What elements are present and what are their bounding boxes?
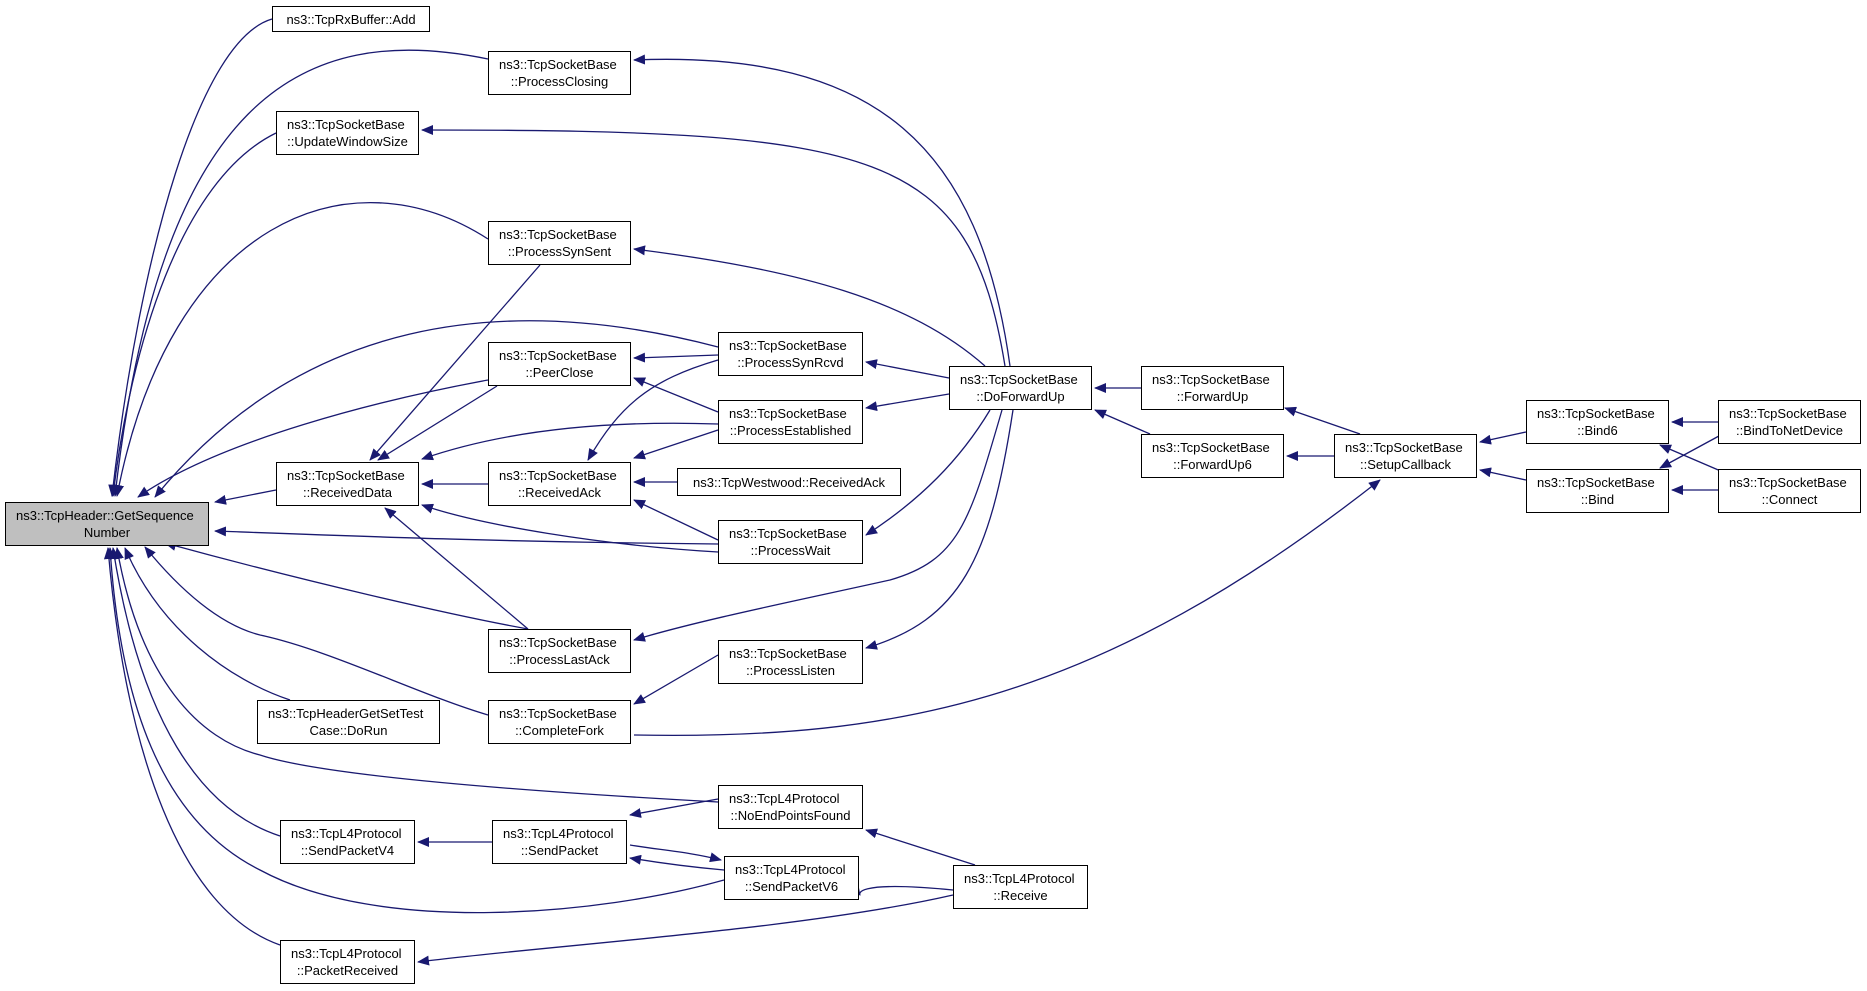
edge-bind6-to-setup-callback <box>1479 431 1527 445</box>
node-received-data[interactable]: ns3::TcpSocketBase ::ReceivedData <box>276 462 419 506</box>
node-bind-to-net-device[interactable]: ns3::TcpSocketBase ::BindToNetDevice <box>1718 400 1861 444</box>
node-packet-received[interactable]: ns3::TcpL4Protocol ::PacketReceived <box>280 940 415 984</box>
edge-last-ack-to-received-data <box>384 507 529 630</box>
edge-process-listen-to-complete-fork <box>633 654 719 705</box>
edge-process-wait-to-received-data <box>421 503 719 553</box>
edge-setup-callback-to-forward-up <box>1284 406 1361 435</box>
edge-process-last-ack <box>164 541 529 630</box>
edge-send-packet-v4 <box>109 547 281 837</box>
edge-process-wait-direct <box>214 526 719 545</box>
edge-send-packet-to-send-packet-v6 <box>629 844 722 863</box>
edge-do-forward-up-to-process-wait <box>865 409 991 536</box>
edge-do-forward-up-to-process-last-ack <box>633 409 1003 642</box>
edge-received-data <box>214 489 277 505</box>
edge-do-forward-up-to-update-window-size <box>421 125 1006 367</box>
edge-do-forward-up-to-process-syn-sent <box>633 245 986 367</box>
node-peer-close[interactable]: ns3::TcpSocketBase ::PeerClose <box>488 342 631 386</box>
node-bind[interactable]: ns3::TcpSocketBase ::Bind <box>1526 469 1669 513</box>
edge-established-to-peer-close <box>633 377 719 413</box>
node-westwood-received-ack[interactable]: ns3::TcpWestwood::ReceivedAck <box>677 468 901 496</box>
edge-do-forward-up-to-established <box>865 393 950 412</box>
node-send-packet[interactable]: ns3::TcpL4Protocol ::SendPacket <box>492 820 627 864</box>
node-send-packet-v4[interactable]: ns3::TcpL4Protocol ::SendPacketV4 <box>280 820 415 864</box>
node-header-test-do-run[interactable]: ns3::TcpHeaderGetSetTest Case::DoRun <box>257 700 440 744</box>
edge-header-test-do-run <box>124 547 291 701</box>
node-receive[interactable]: ns3::TcpL4Protocol ::Receive <box>953 865 1088 909</box>
node-send-packet-v6[interactable]: ns3::TcpL4Protocol ::SendPacketV6 <box>724 856 859 900</box>
edge-complete-fork <box>144 546 489 716</box>
edge-no-end-points-found-to-send-packet <box>629 798 719 818</box>
edge-process-wait-to-received-ack <box>633 499 719 541</box>
node-process-last-ack[interactable]: ns3::TcpSocketBase ::ProcessLastAck <box>488 629 631 673</box>
edge-do-forward-up-to-process-closing <box>633 54 1011 367</box>
node-process-syn-sent[interactable]: ns3::TcpSocketBase ::ProcessSynSent <box>488 221 631 265</box>
edge-peer-close-to-received-data <box>377 385 498 461</box>
node-process-established[interactable]: ns3::TcpSocketBase ::ProcessEstablished <box>718 400 863 444</box>
node-received-ack[interactable]: ns3::TcpSocketBase ::ReceivedAck <box>488 462 631 506</box>
edge-bind-to-setup-callback <box>1479 467 1527 481</box>
node-process-syn-rcvd[interactable]: ns3::TcpSocketBase ::ProcessSynRcvd <box>718 332 863 376</box>
node-rxbuffer-add[interactable]: ns3::TcpRxBuffer::Add <box>272 6 430 32</box>
node-process-listen[interactable]: ns3::TcpSocketBase ::ProcessListen <box>718 640 863 684</box>
edge-forward-up6-to-do-forward-up <box>1094 409 1151 435</box>
edge-update-window-size <box>109 132 277 497</box>
edge-do-forward-up-to-syn-rcvd <box>865 359 950 379</box>
node-update-window-size[interactable]: ns3::TcpSocketBase ::UpdateWindowSize <box>276 111 419 155</box>
node-connect[interactable]: ns3::TcpSocketBase ::Connect <box>1718 469 1861 513</box>
edge-receive-to-no-end-points-found <box>865 828 976 866</box>
edge-setup-callback-to-complete-fork <box>633 479 1381 737</box>
edge-established-to-received-data <box>421 422 719 461</box>
edge-peer-close <box>137 379 489 498</box>
edge-send-packet-v6 <box>105 547 725 914</box>
node-bind6[interactable]: ns3::TcpSocketBase ::Bind6 <box>1526 400 1669 444</box>
edge-syn-rcvd-to-received-ack <box>587 359 719 461</box>
edge-process-syn-sent <box>114 201 489 497</box>
edge-send-packet-v6-to-send-packet <box>629 854 725 871</box>
edge-process-closing <box>111 49 489 497</box>
edge-do-forward-up-to-process-listen <box>865 409 1014 650</box>
node-forward-up6[interactable]: ns3::TcpSocketBase ::ForwardUp6 <box>1141 434 1284 478</box>
node-no-end-points-found[interactable]: ns3::TcpL4Protocol ::NoEndPointsFound <box>718 785 863 829</box>
node-process-wait[interactable]: ns3::TcpSocketBase ::ProcessWait <box>718 520 863 564</box>
node-forward-up[interactable]: ns3::TcpSocketBase ::ForwardUp <box>1141 366 1284 410</box>
node-do-forward-up[interactable]: ns3::TcpSocketBase ::DoForwardUp <box>949 366 1092 410</box>
edge-no-end-points-found <box>113 547 719 803</box>
edge-rxbuffer-add <box>108 18 273 497</box>
edge-syn-sent-to-received-data <box>369 264 541 461</box>
edge-receive-to-packet-received <box>417 894 954 966</box>
edge-syn-rcvd-to-peer-close <box>633 352 719 363</box>
edge-process-syn-rcvd <box>154 320 719 498</box>
edge-packet-received <box>103 547 281 946</box>
node-get-sequence-number: ns3::TcpHeader::GetSequence Number <box>5 502 209 546</box>
node-complete-fork[interactable]: ns3::TcpSocketBase ::CompleteFork <box>488 700 631 744</box>
node-setup-callback[interactable]: ns3::TcpSocketBase ::SetupCallback <box>1334 434 1477 478</box>
node-process-closing[interactable]: ns3::TcpSocketBase ::ProcessClosing <box>488 51 631 95</box>
edge-receive-to-send-packet-v6 <box>849 883 954 896</box>
edge-established-to-received-ack <box>633 429 719 460</box>
